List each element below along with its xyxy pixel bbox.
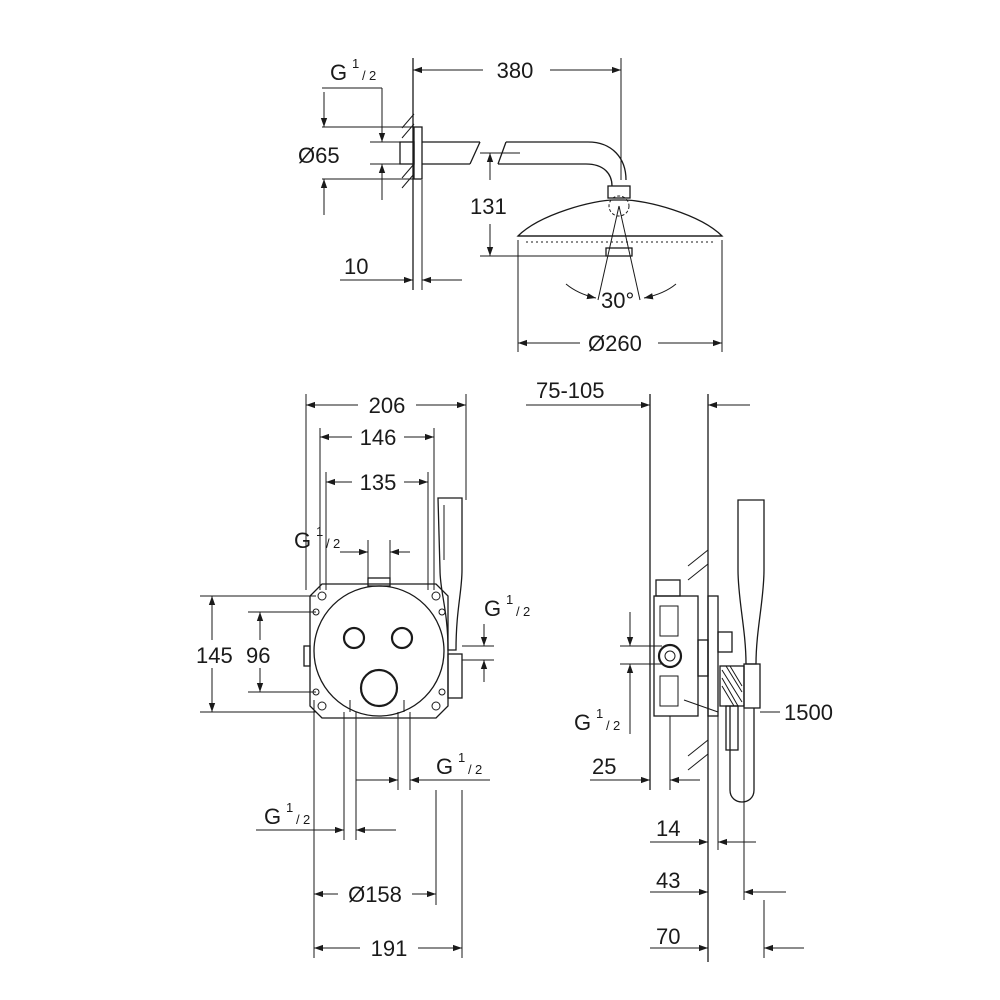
button-right [390, 626, 414, 650]
frac-slash: / [468, 762, 472, 777]
side-spacer [697, 639, 709, 677]
side-inner-top [659, 605, 679, 637]
screw-r2 [438, 608, 446, 616]
spray-line-left [597, 205, 620, 301]
label-65: Ø65 [298, 143, 340, 168]
side-outlet [447, 653, 463, 699]
side-inner-bottom [659, 675, 679, 707]
label-158: Ø158 [348, 882, 402, 907]
frac-den: 2 [523, 604, 530, 619]
side-valve [657, 643, 683, 669]
frac-num: 1 [506, 592, 513, 607]
screw-tl [317, 591, 327, 601]
label-260: Ø260 [588, 331, 642, 356]
shower-head-body [516, 199, 724, 237]
left-clip [303, 645, 311, 667]
ball-joint [607, 185, 631, 199]
side-cover [707, 595, 719, 717]
frac-den: 2 [613, 718, 620, 733]
side-valve-core [664, 650, 676, 662]
shower-arm-bottom [422, 163, 613, 187]
label-g-front-right: G [484, 596, 501, 621]
side-view-installation: 75-105 G 1 / 2 1500 25 14 43 70 [526, 378, 833, 962]
frac-num: 1 [286, 800, 293, 815]
label-135: 135 [360, 470, 397, 495]
label-25: 25 [592, 754, 616, 779]
label-1500: 1500 [784, 700, 833, 725]
side-wall-hatch [687, 549, 709, 771]
mounting-box [309, 583, 449, 719]
label-191: 191 [371, 936, 408, 961]
frac-slash: / [296, 812, 300, 827]
label-g-top-slash: / [362, 68, 366, 83]
frac-den: 2 [333, 536, 340, 551]
label-30: 30° [601, 288, 634, 313]
frac-den: 2 [475, 762, 482, 777]
side-outlet-knurl [721, 665, 743, 707]
side-holder [717, 631, 733, 653]
top-outlet [367, 577, 391, 587]
wall-hatch [401, 113, 415, 189]
frac-den: 2 [303, 812, 310, 827]
front-view-thermostat: 206 146 135 G 1 / 2 G 1 / 2 [196, 393, 530, 961]
label-145: 145 [196, 643, 233, 668]
dim-30-right-arc [643, 283, 677, 300]
wall-connector [399, 141, 415, 165]
cover-plate [313, 585, 445, 717]
label-g-front-bl: G [264, 804, 281, 829]
frac-num: 1 [458, 750, 465, 765]
joint-hidden [608, 195, 630, 217]
screw-bl [317, 701, 327, 711]
label-43: 43 [656, 868, 680, 893]
label-75-105: 75-105 [536, 378, 605, 403]
side-hand-shower [737, 499, 765, 665]
label-146: 146 [360, 425, 397, 450]
frac-slash: / [606, 718, 610, 733]
frac-slash: / [516, 604, 520, 619]
label-131: 131 [470, 194, 507, 219]
hand-shower [437, 497, 463, 651]
spray-line-right [618, 205, 641, 301]
label-70: 70 [656, 924, 680, 949]
label-g-front-br: G [436, 754, 453, 779]
side-outlet-line [683, 699, 719, 713]
label-380: 380 [497, 58, 534, 83]
side-top-outlet [655, 579, 681, 597]
label-14: 14 [656, 816, 680, 841]
screw-br [431, 701, 441, 711]
label-g-top: G [330, 60, 347, 85]
label-g-top-num: 1 [352, 56, 359, 71]
screw-tr [431, 591, 441, 601]
label-96: 96 [246, 643, 270, 668]
top-view-shower-head: 380 G 1 / 2 Ø65 131 10 30° [298, 56, 724, 356]
label-g-side: G [574, 710, 591, 735]
label-g-top-den: 2 [369, 68, 376, 83]
frac-slash: / [326, 536, 330, 551]
frac-num: 1 [596, 706, 603, 721]
side-hose [729, 706, 755, 803]
screw-r [438, 688, 446, 696]
dim-30-left-arc [565, 283, 597, 300]
shower-arm-top [422, 141, 627, 181]
wall-flange [413, 126, 423, 180]
thermostat-knob [359, 668, 399, 708]
side-body [653, 595, 699, 717]
label-g-front-top: G [294, 528, 311, 553]
label-206: 206 [369, 393, 406, 418]
side-handshower-holder [743, 663, 761, 709]
side-hose-nut [725, 705, 739, 751]
head-nozzle [605, 247, 633, 257]
label-10: 10 [344, 254, 368, 279]
button-left [342, 626, 366, 650]
frac-num: 1 [316, 524, 323, 539]
